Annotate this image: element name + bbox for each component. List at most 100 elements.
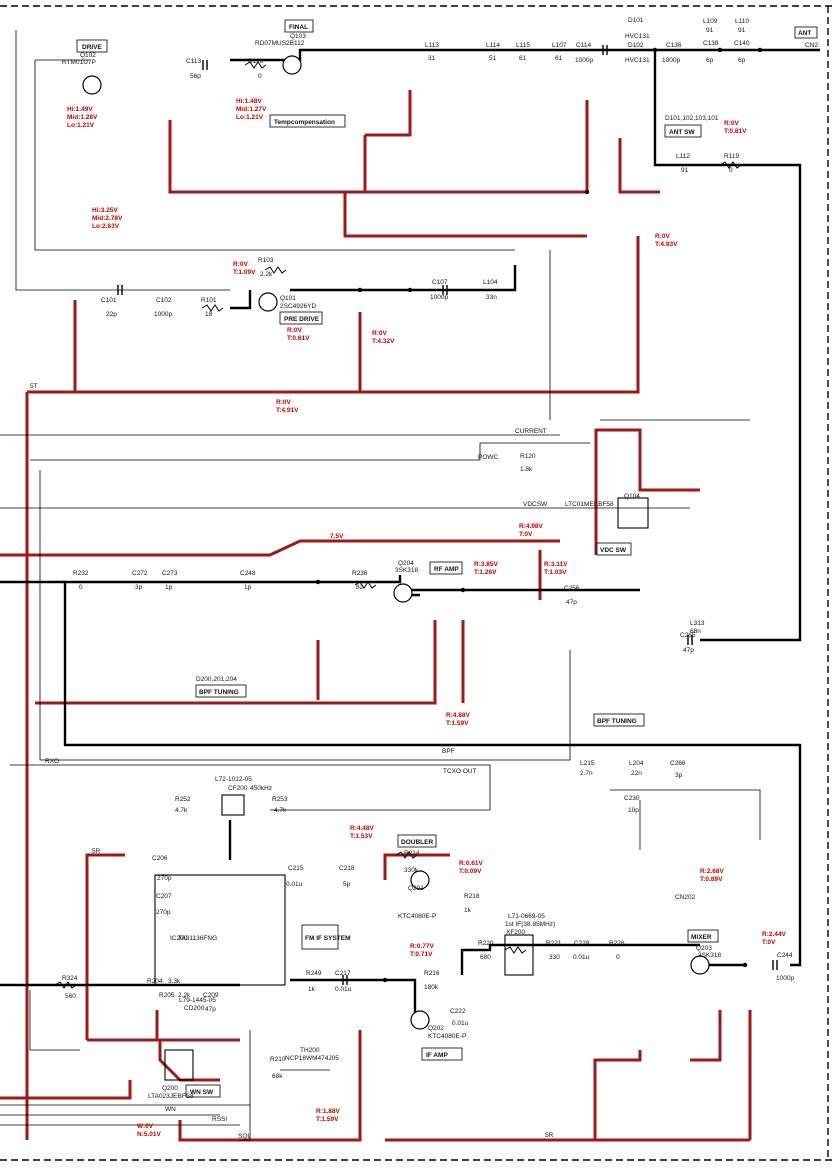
v-mixg2-1: T:0.89V	[700, 876, 723, 883]
svg-text:C228: C228	[574, 940, 590, 947]
v-antin-1: T:4.93V	[655, 241, 678, 248]
svg-text:L109: L109	[703, 18, 718, 25]
svg-text:68k: 68k	[272, 1073, 283, 1080]
svg-text:68n: 68n	[690, 628, 701, 635]
v-dblb-1: T:0.09V	[459, 868, 482, 875]
svg-text:270p: 270p	[156, 909, 171, 916]
q201-type: KTC4080E-P	[398, 913, 436, 920]
svg-text:R204: R204	[147, 978, 163, 985]
svg-text:R210: R210	[270, 1056, 286, 1063]
cn2-ref: CN2	[805, 42, 818, 49]
q202-ref: Q202	[428, 1025, 444, 1032]
svg-text:R101: R101	[201, 297, 217, 304]
svg-text:47p: 47p	[566, 599, 577, 606]
svg-text:1000p: 1000p	[154, 311, 172, 318]
q102-symbol	[82, 75, 102, 95]
svg-text:C101: C101	[101, 297, 117, 304]
board-border	[0, 5, 833, 1161]
fm-if-label: FM IF SYSTEM	[305, 935, 351, 942]
svg-text:L107: L107	[552, 42, 567, 49]
resistor-glyphs	[54, 61, 742, 989]
svg-text:1p: 1p	[244, 584, 252, 591]
v-hml-0: Hi:3.25V	[92, 207, 118, 214]
v-final-1: Mid:1.27V	[236, 106, 267, 113]
v-final-0: Hi:1.48V	[236, 98, 262, 105]
svg-text:C218: C218	[339, 865, 355, 872]
v-q101b-1: T:1.09V	[233, 269, 256, 276]
v-dblb-0: R:0.61V	[459, 860, 484, 867]
svg-text:C114: C114	[576, 42, 591, 49]
v-dblc-0: R:4.48V	[350, 825, 375, 832]
q103-ref: Q103	[290, 33, 306, 40]
svg-text:0: 0	[729, 167, 733, 174]
if-amp-label: IF AMP	[426, 1052, 448, 1059]
svg-text:C207: C207	[156, 893, 172, 900]
svg-text:18: 18	[205, 311, 213, 318]
svg-text:1p: 1p	[165, 584, 173, 591]
xf200-desc: 1st IF(38.85MHz)	[505, 921, 555, 928]
v-rfg2-0: R:3.85V	[474, 561, 499, 568]
svg-text:C107: C107	[432, 279, 448, 286]
xf200-type: L71-0669-05	[508, 913, 545, 920]
svg-text:82: 82	[356, 584, 364, 591]
svg-text:C206: C206	[152, 855, 168, 862]
svg-text:1k: 1k	[464, 907, 472, 914]
v-rfg1-0: R:4.88V	[446, 712, 471, 719]
svg-text:2.7n: 2.7n	[580, 770, 593, 777]
q200-type: LTA023JEBFS8	[148, 1093, 194, 1100]
svg-text:C209: C209	[203, 992, 219, 999]
svg-text:L313: L313	[690, 620, 705, 627]
svg-text:R221: R221	[546, 940, 562, 947]
ant-ref: ANT	[798, 30, 811, 37]
svg-text:R116: R116	[248, 58, 263, 65]
q104-type: LTC01MEEBF58	[565, 501, 614, 508]
svg-text:C230: C230	[624, 795, 640, 802]
q104-body	[617, 497, 649, 529]
svg-text:0: 0	[258, 73, 262, 80]
v-wn-0: W:0V	[137, 1123, 154, 1130]
q102-ref: Q102	[80, 52, 96, 59]
v-q101b-0: R:0V	[233, 261, 248, 268]
final-label: FINAL	[289, 24, 308, 31]
svg-text:R220: R220	[478, 940, 494, 947]
svg-text:R214: R214	[404, 850, 420, 857]
svg-text:C138: C138	[703, 40, 719, 47]
v-drive-1: Mid:1.28V	[67, 114, 98, 121]
predrive-label: PRE DRIVE	[284, 316, 320, 323]
v-5r-1: T:1.59V	[316, 1116, 339, 1123]
svg-text:0: 0	[79, 584, 83, 591]
ic200-type: TA31136FNG	[178, 935, 217, 942]
svg-text:C102: C102	[156, 297, 172, 304]
svg-text:61: 61	[519, 55, 527, 62]
net-vdcsw: VDCSW	[523, 501, 548, 508]
th200-ref: TH200	[300, 1047, 320, 1054]
v-mixd-1: T:0V	[762, 939, 776, 946]
svg-text:180k: 180k	[424, 984, 439, 991]
v-vdc-0: R:4.98V	[519, 523, 544, 530]
v-ifamp-1: T:0.71V	[410, 951, 433, 958]
svg-text:C140: C140	[734, 40, 750, 47]
rf-amp-label: RF AMP	[434, 566, 459, 573]
svg-text:2.2k: 2.2k	[260, 271, 273, 278]
v-antout-0: R:0V	[724, 120, 739, 127]
v-vdc-1: T:0V	[519, 531, 533, 538]
svg-text:L115: L115	[516, 42, 530, 49]
svg-text:R205: R205	[159, 992, 175, 999]
net-sql: SQL	[238, 1133, 251, 1140]
cf200-body	[221, 794, 245, 816]
v-q101e-0: R:0V	[287, 327, 302, 334]
svg-text:5p: 5p	[343, 881, 351, 888]
q204-ref: Q204	[398, 560, 414, 567]
block-labels: DRIVE FINAL Tempcompensation PRE DRIVE A…	[76, 19, 719, 1098]
svg-text:1000p: 1000p	[430, 294, 448, 301]
th200-type: NCP18WM474J05	[285, 1055, 339, 1062]
hvc131-a: HVC131	[625, 33, 650, 40]
svg-text:R249: R249	[306, 970, 322, 977]
svg-text:L112: L112	[676, 153, 690, 160]
q204-type: 3SK318	[395, 567, 419, 574]
net-tcxo: TCXO OUT	[443, 768, 477, 775]
net-5r-b: 5R	[545, 1132, 554, 1139]
svg-text:47p: 47p	[683, 647, 694, 654]
q202-symbol	[410, 1010, 430, 1030]
ic-boxes	[154, 497, 649, 1081]
